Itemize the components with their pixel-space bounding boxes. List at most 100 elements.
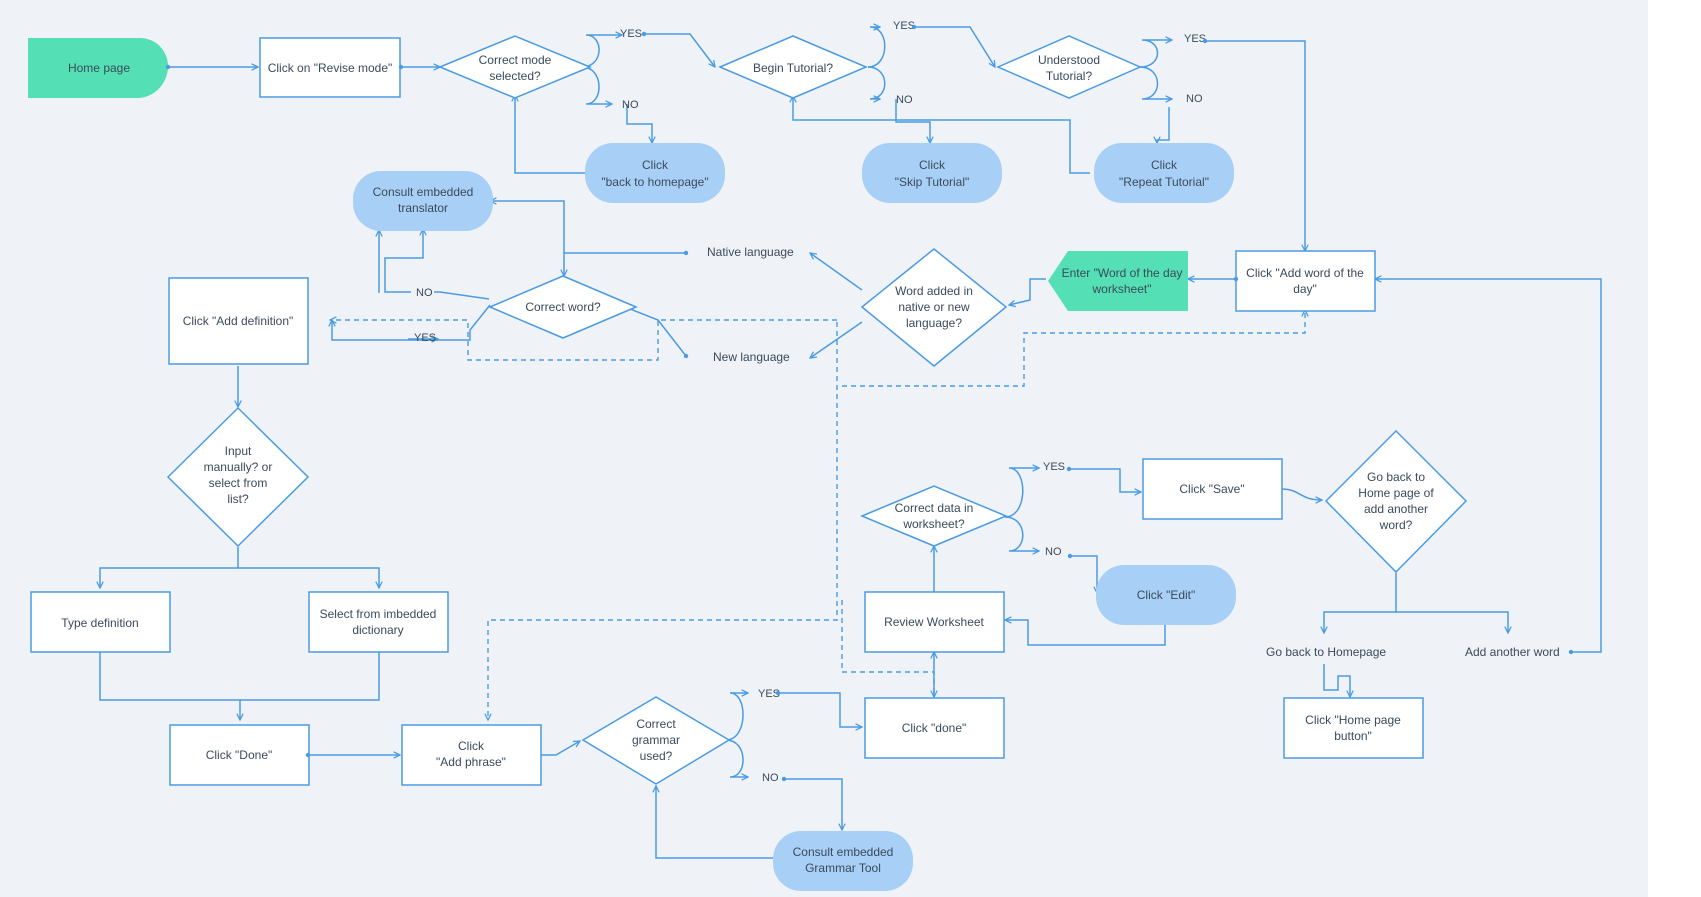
grammar-line-3: used?	[640, 749, 673, 763]
add-phrase-line-2: "Add phrase"	[436, 755, 506, 769]
connector-type-to-done	[99, 651, 240, 720]
grammar-tool-line-1: Consult embedded	[793, 845, 894, 859]
label-yes-grammar: YES	[758, 688, 780, 700]
repeat-tutorial-line-1: Click	[1151, 158, 1178, 172]
back-homepage-line-1: Click	[642, 158, 669, 172]
label-no-data: NO	[1045, 546, 1062, 558]
node-click-done-2: Click "done"	[864, 697, 1005, 759]
correct-data-line-2: worksheet?	[902, 517, 965, 531]
dot-native	[683, 250, 689, 256]
node-click-home-button: Click "Home page button"	[1283, 697, 1424, 759]
goback-line-4: word?	[1379, 518, 1413, 532]
label-no-tutorial: NO	[896, 94, 913, 106]
node-click-done-1: Click "Done"	[169, 724, 310, 786]
connector-grammar-yes	[725, 693, 748, 741]
label-no-correct-word: NO	[416, 287, 433, 299]
node-select-dictionary: Select from imbedded dictionary	[308, 591, 449, 653]
connector-dots	[165, 24, 1574, 782]
dashed-connectors	[330, 310, 1305, 720]
connector-yes-to-addwotd	[1205, 40, 1305, 251]
add-wotd-line-2: day"	[1293, 282, 1317, 296]
node-consult-grammar: Consult embedded Grammar Tool	[773, 831, 913, 891]
label-native-language: Native language	[707, 245, 794, 259]
home-page-shape	[28, 38, 169, 98]
done-2-label: Click "done"	[902, 721, 967, 735]
connector-goback-to-addanother	[1396, 611, 1508, 633]
label-yes-tutorial: YES	[893, 20, 915, 32]
node-click-save: Click "Save"	[1142, 458, 1283, 520]
dot-yes-data	[1066, 466, 1072, 472]
label-new-language: New language	[713, 350, 790, 364]
node-consult-translator: Consult embedded translator	[353, 171, 493, 231]
node-input-manually: Input manually? or select from list?	[166, 406, 310, 548]
label-go-back-homepage: Go back to Homepage	[1266, 645, 1386, 659]
understood-line-1: Understood	[1038, 53, 1100, 67]
goback-line-3: add another	[1364, 502, 1428, 516]
dot-no-data	[1067, 553, 1073, 559]
dot-yes-grammar	[775, 690, 781, 696]
correct-mode-line-1: Correct mode	[479, 53, 552, 67]
node-go-back-question: Go back to Home page of add another word…	[1324, 429, 1468, 574]
connector-select-to-done	[240, 651, 380, 701]
word-added-line-2: native or new	[898, 300, 970, 314]
dot-addwotd	[1233, 276, 1239, 282]
input-line-4: list?	[227, 492, 249, 506]
connector-back-to-mode	[515, 95, 585, 174]
connector-repeat-to-tutorial	[793, 96, 1090, 174]
connector-correct-to-yes	[332, 304, 491, 341]
node-review-worksheet: Review Worksheet	[864, 591, 1005, 653]
connector-understood-yes	[1139, 40, 1172, 68]
grammar-tool-line-2: Grammar Tool	[805, 861, 881, 875]
dashed-new-to-phrase	[488, 322, 838, 720]
connector-yes-to-tutorial	[644, 33, 715, 67]
dot-home	[165, 64, 171, 70]
connector-yes-to-save	[1069, 468, 1141, 492]
connector-correctdata-no	[1004, 516, 1039, 551]
dot-revise	[398, 64, 404, 70]
connector-input-to-type	[100, 547, 239, 588]
connector-grammartool-to-grammar	[656, 786, 773, 859]
label-yes-mode: YES	[620, 28, 642, 40]
node-click-edit: Click "Edit"	[1096, 565, 1236, 625]
node-understood-tutorial: Understood Tutorial?	[996, 35, 1142, 99]
done-1-label: Click "Done"	[206, 748, 273, 762]
connector-addanother-to-addwotd	[1375, 279, 1602, 653]
connector-save-to-goback	[1280, 488, 1322, 500]
connector-tutorial-yes	[867, 27, 886, 68]
connector-no-to-repeat	[1157, 107, 1170, 143]
dot-addanother	[1568, 649, 1574, 655]
add-wotd-line-1: Click "Add word of the	[1246, 266, 1364, 280]
node-click-add-definition: Click "Add definition"	[168, 277, 309, 365]
label-no-grammar: NO	[762, 772, 779, 784]
dot-yes-mode	[641, 31, 647, 37]
node-correct-mode: Correct mode selected?	[438, 35, 592, 99]
connector-enter-to-wordadded	[1009, 278, 1046, 305]
label-add-another-word: Add another word	[1465, 645, 1560, 659]
connector-new-to-correct	[620, 305, 687, 357]
goback-line-2: Home page of	[1358, 486, 1434, 500]
select-dictionary-line-1: Select from imbedded	[320, 607, 437, 621]
connector-correctdata-yes	[1004, 468, 1039, 518]
dot-no-grammar	[781, 776, 787, 782]
connector-input-to-select	[238, 567, 379, 588]
connector-understood-no	[1139, 66, 1172, 99]
connector-yes-to-done2	[778, 692, 862, 727]
connector-goback-to-homepage	[1324, 573, 1397, 633]
dot-new	[683, 353, 689, 359]
back-homepage-line-2: "back to homepage"	[601, 175, 708, 189]
label-yes-understood: YES	[1184, 33, 1206, 45]
dashed-new-to-adddef	[330, 320, 837, 361]
node-click-add-wotd: Click "Add word of the day"	[1235, 250, 1376, 312]
connector-correct-to-no	[434, 291, 490, 300]
node-home-page: Home page	[28, 38, 169, 98]
edit-label: Click "Edit"	[1137, 588, 1196, 602]
word-added-line-1: Word added in	[895, 284, 973, 298]
connector-grammar-no	[725, 739, 748, 777]
input-line-1: Input	[225, 444, 252, 458]
node-begin-tutorial: Begin Tutorial?	[718, 35, 868, 99]
node-correct-data: Correct data in worksheet?	[860, 485, 1008, 547]
edge-text-labels: Native language New language Go back to …	[707, 245, 1560, 659]
connector-no-to-grammartool	[784, 778, 842, 830]
begin-tutorial-label: Begin Tutorial?	[753, 61, 833, 75]
dot-done1	[305, 752, 311, 758]
